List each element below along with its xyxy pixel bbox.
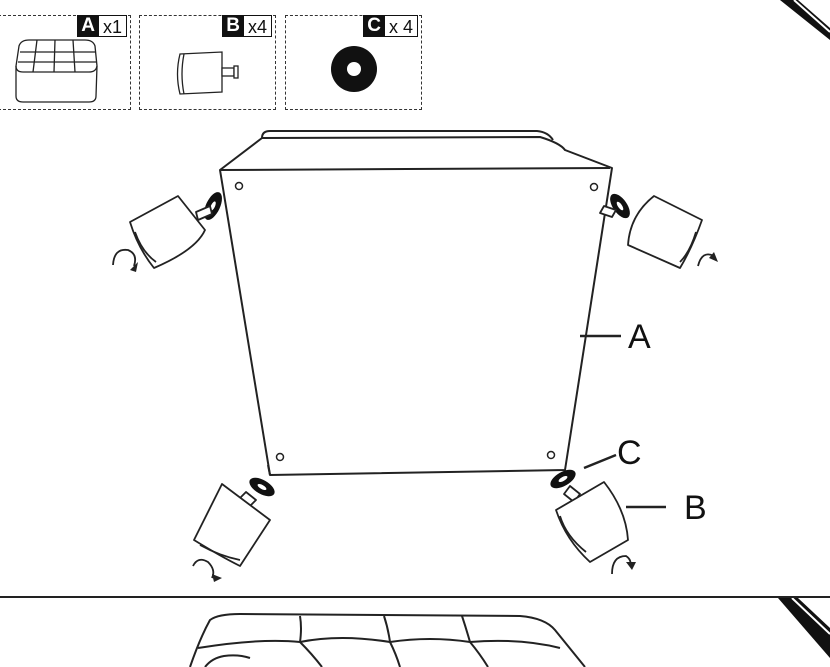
part-letter: B	[222, 15, 244, 37]
callout-label-b: B	[684, 489, 707, 527]
leg-icon	[176, 51, 239, 95]
ottoman-top-icon	[15, 39, 98, 103]
leg-bottom-left	[193, 483, 271, 567]
screw-hole	[234, 181, 244, 191]
part-letter: A	[77, 15, 99, 37]
part-quantity: x4	[243, 15, 272, 37]
screw-hole	[546, 450, 556, 460]
part-box-a: A x1	[0, 15, 131, 110]
part-tag-a: A x1	[77, 15, 127, 37]
callout-label-c: C	[617, 434, 642, 472]
screw-hole	[589, 182, 599, 192]
washer	[249, 477, 275, 497]
leg-bottom-right	[555, 481, 629, 563]
assembly-diagram	[112, 130, 718, 582]
rotate-arrow-icon	[112, 248, 137, 267]
washer	[610, 193, 630, 219]
screw-hole	[275, 452, 285, 462]
leg-top-right	[599, 195, 703, 269]
part-tag-b: B x4	[222, 15, 272, 37]
leader-line-c	[583, 453, 617, 470]
callout-label-a: A	[628, 318, 651, 356]
rotate-arrow-icon	[192, 558, 215, 579]
part-tag-c: C x 4	[363, 15, 418, 37]
leg-top-left	[129, 195, 213, 269]
step-corner-marker	[780, 0, 830, 40]
washer	[550, 469, 576, 489]
part-quantity: x1	[98, 15, 127, 37]
ottoman-base-panel	[219, 136, 613, 476]
rotate-arrow-icon	[611, 555, 632, 575]
next-step-ottoman-preview	[189, 613, 586, 667]
part-quantity: x 4	[384, 15, 418, 37]
part-letter: C	[363, 15, 385, 37]
next-step-corner-marker	[778, 598, 830, 658]
part-box-c: C x 4	[285, 15, 422, 110]
step-divider	[0, 596, 830, 598]
washer-icon	[331, 46, 377, 92]
part-box-b: B x4	[139, 15, 276, 110]
